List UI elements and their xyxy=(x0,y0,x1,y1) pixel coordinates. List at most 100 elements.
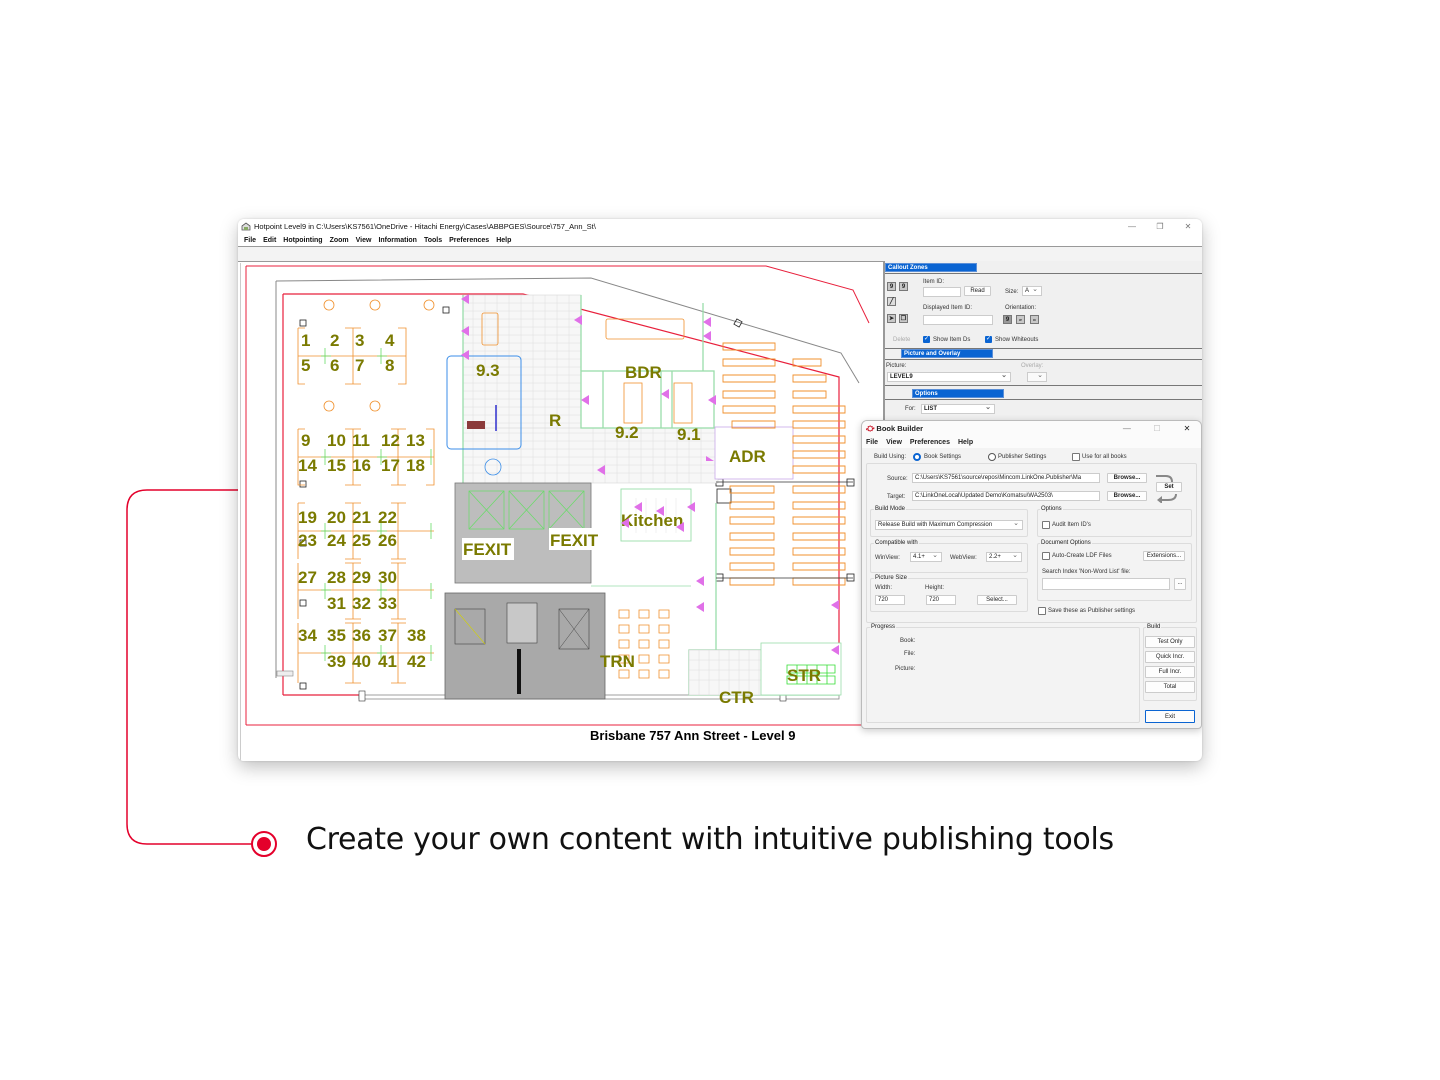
desk-4[interactable]: 4 xyxy=(385,331,395,350)
set-button[interactable]: Set xyxy=(1156,482,1182,492)
desk-1[interactable]: 1 xyxy=(301,331,310,350)
maximize-button[interactable]: ❐ xyxy=(1156,222,1164,231)
total-button[interactable]: Total xyxy=(1145,681,1195,693)
room-bdr[interactable]: BDR xyxy=(625,363,662,382)
desk-33[interactable]: 33 xyxy=(378,594,397,613)
pointer-tool-icon[interactable]: ➤ xyxy=(887,314,896,323)
bb-menu-file[interactable]: File xyxy=(866,438,879,446)
desk-2[interactable]: 2 xyxy=(330,331,339,350)
desk-28[interactable]: 28 xyxy=(327,568,346,587)
menu-zoom[interactable]: Zoom xyxy=(329,236,349,244)
bb-menu-preferences[interactable]: Preferences xyxy=(909,438,950,446)
picture-overlay-header[interactable]: Picture and Overlay xyxy=(901,349,993,358)
desk-39[interactable]: 39 xyxy=(327,652,346,671)
menu-tools[interactable]: Tools xyxy=(423,236,443,244)
callout-style-2-icon[interactable]: 9 xyxy=(899,282,908,291)
room-trn[interactable]: TRN xyxy=(600,652,635,671)
desk-9[interactable]: 9 xyxy=(301,431,310,450)
desk-35[interactable]: 35 xyxy=(327,626,346,645)
desk-32[interactable]: 32 xyxy=(352,594,371,613)
desk-17[interactable]: 17 xyxy=(381,456,400,475)
desk-6[interactable]: 6 xyxy=(330,356,339,375)
desk-29[interactable]: 29 xyxy=(352,568,371,587)
desk-20[interactable]: 20 xyxy=(327,508,346,527)
desk-40[interactable]: 40 xyxy=(352,652,371,671)
desk-31[interactable]: 31 xyxy=(327,594,346,613)
close-button[interactable]: ✕ xyxy=(1184,222,1192,231)
room-9-3[interactable]: 9.3 xyxy=(476,361,500,380)
exit-button[interactable]: Exit xyxy=(1145,710,1195,723)
desk-3[interactable]: 3 xyxy=(355,331,364,350)
bb-close-button[interactable]: ✕ xyxy=(1183,424,1191,433)
select-picture-size-button[interactable]: Select... xyxy=(977,595,1017,605)
menu-help[interactable]: Help xyxy=(496,236,512,244)
search-index-browse-button[interactable]: ... xyxy=(1174,578,1186,590)
desk-19[interactable]: 19 xyxy=(298,508,317,527)
show-whiteouts-checkbox[interactable]: ✓ xyxy=(985,336,992,343)
room-adr[interactable]: ADR xyxy=(729,447,766,466)
extensions-button[interactable]: Extensions... xyxy=(1143,551,1185,561)
desk-16[interactable]: 16 xyxy=(352,456,371,475)
test-only-button[interactable]: Test Only xyxy=(1145,636,1195,648)
desk-25[interactable]: 25 xyxy=(352,531,371,550)
desk-34[interactable]: 34 xyxy=(298,626,317,645)
bb-menu-help[interactable]: Help xyxy=(957,438,974,446)
desk-42[interactable]: 42 xyxy=(407,652,426,671)
desk-8[interactable]: 8 xyxy=(385,356,394,375)
desk-37[interactable]: 37 xyxy=(378,626,397,645)
orientation-rotate-right-icon[interactable]: ɒ xyxy=(1030,315,1039,324)
desk-22[interactable]: 22 xyxy=(378,508,397,527)
desk-18[interactable]: 18 xyxy=(406,456,425,475)
desk-36[interactable]: 36 xyxy=(352,626,371,645)
menu-preferences[interactable]: Preferences xyxy=(449,236,490,244)
use-for-all-books-checkbox[interactable] xyxy=(1072,453,1080,461)
menu-information[interactable]: Information xyxy=(378,236,417,244)
callout-zones-header[interactable]: Callout Zones xyxy=(885,263,977,272)
full-incr-button[interactable]: Full Incr. xyxy=(1145,666,1195,678)
winview-select[interactable]: 4.1+ xyxy=(910,551,942,562)
size-select[interactable]: A xyxy=(1022,285,1042,296)
orientation-rotate-left-icon[interactable]: σ xyxy=(1016,315,1025,324)
displayed-item-id-input[interactable] xyxy=(923,315,993,325)
orientation-upright-icon[interactable]: 9 xyxy=(1003,315,1012,324)
menu-hotpointing[interactable]: Hotpointing xyxy=(283,236,323,244)
desk-11[interactable]: 11 xyxy=(352,431,370,450)
width-input[interactable]: 720 xyxy=(875,595,905,605)
audit-item-ids-checkbox[interactable] xyxy=(1042,521,1050,529)
desk-38[interactable]: 38 xyxy=(407,626,426,645)
desk-15[interactable]: 15 xyxy=(327,456,346,475)
desk-41[interactable]: 41 xyxy=(378,652,397,671)
room-str[interactable]: STR xyxy=(787,666,821,685)
room-9-1[interactable]: 9.1 xyxy=(677,425,701,444)
room-fexit-2[interactable]: FEXIT xyxy=(550,531,599,550)
menu-file[interactable]: File xyxy=(244,236,257,244)
desk-26[interactable]: 26 xyxy=(378,531,397,550)
desk-21[interactable]: 21 xyxy=(352,508,371,527)
target-input[interactable]: C:\LinkOneLocal\Updated Demo\Komatsu\WA2… xyxy=(912,491,1100,501)
menu-edit[interactable]: Edit xyxy=(263,236,277,244)
show-item-ids-checkbox[interactable]: ✓ xyxy=(923,336,930,343)
desk-30[interactable]: 30 xyxy=(378,568,397,587)
quick-incr-button[interactable]: Quick Incr. xyxy=(1145,651,1195,663)
search-index-input[interactable] xyxy=(1042,578,1170,590)
source-browse-button[interactable]: Browse... xyxy=(1107,473,1147,483)
bb-menu-view[interactable]: View xyxy=(886,438,902,446)
room-ctr[interactable]: CTR xyxy=(719,688,754,707)
floor-plan-canvas[interactable]: 1 2 3 4 5 6 7 8 9 10 11 12 13 14 15 16 1… xyxy=(240,263,870,761)
publisher-settings-radio[interactable] xyxy=(988,453,996,461)
delete-button[interactable]: Delete xyxy=(893,337,911,343)
menu-view[interactable]: View xyxy=(355,236,372,244)
desk-14[interactable]: 14 xyxy=(298,456,317,475)
callout-style-1-icon[interactable]: 9 xyxy=(887,282,896,291)
desk-23[interactable]: 23 xyxy=(298,531,317,550)
picture-select[interactable]: LEVEL9 xyxy=(887,371,1011,382)
room-kitchen[interactable]: Kitchen xyxy=(621,511,683,530)
read-button[interactable]: Read xyxy=(964,286,991,296)
for-select[interactable]: LIST xyxy=(921,403,995,414)
desk-12[interactable]: 12 xyxy=(381,431,400,450)
bb-minimize-button[interactable]: — xyxy=(1122,424,1131,433)
overlay-select[interactable] xyxy=(1027,371,1047,382)
webview-select[interactable]: 2.2+ xyxy=(986,551,1022,562)
item-id-input[interactable] xyxy=(923,287,961,297)
book-settings-radio[interactable] xyxy=(913,453,921,461)
